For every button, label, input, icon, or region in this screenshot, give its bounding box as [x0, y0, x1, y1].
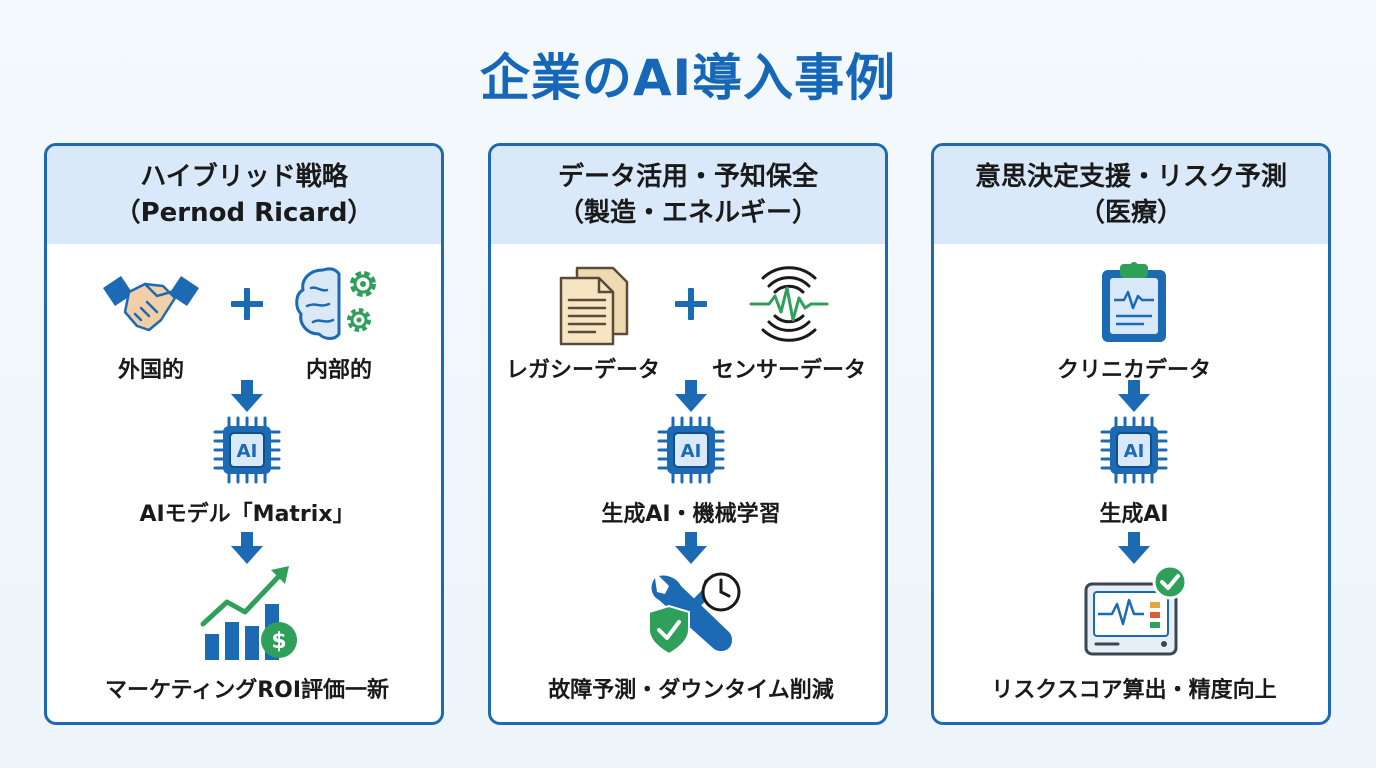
page-title: 企業のAI導入事例 — [479, 49, 897, 107]
ai-chip-icon: AI — [1100, 416, 1168, 484]
growth-chart-dollar-icon: $ — [200, 566, 297, 660]
arrow-down-icon — [231, 380, 263, 412]
ai-chip-text: AI — [1124, 441, 1145, 462]
panel-heading-line1: ハイブリッド戦略 — [140, 162, 348, 192]
documents-icon — [559, 266, 629, 346]
ai-chip-icon: AI — [213, 416, 281, 484]
panel-heading-line2: （製造・エネルギー） — [557, 198, 818, 228]
panel-heading-line1: 意思決定支援・リスク予測 — [974, 162, 1287, 192]
panel-heading-line1: データ活用・予知保全 — [557, 162, 818, 192]
plus-icon — [675, 288, 707, 320]
handshake-icon — [103, 276, 199, 332]
clipboard-ecg-icon — [1102, 262, 1166, 342]
input-label-left: 外国的 — [117, 358, 185, 383]
panel-heading-line2: （医療） — [1078, 198, 1183, 228]
panel-data-utilization: データ活用・予知保全 （製造・エネルギー） レガシーデータ センサーデータ AI… — [488, 143, 888, 725]
panel-header: ハイブリッド戦略 （Pernod Ricard） — [47, 146, 441, 244]
panel-header: データ活用・予知保全 （製造・エネルギー） — [491, 146, 885, 244]
input-label-right: センサーデータ — [711, 358, 867, 383]
panel-heading-line2: （Pernod Ricard） — [114, 198, 374, 228]
arrow-down-icon — [675, 532, 707, 564]
outcome-label: 故障予測・ダウンタイム削減 — [548, 678, 834, 703]
panel-header: 意思決定支援・リスク予測 （医療） — [934, 146, 1328, 244]
model-label: 生成AI・機械学習 — [601, 502, 781, 527]
ai-chip-text: AI — [237, 441, 258, 462]
ai-chip-icon: AI — [657, 416, 725, 484]
brain-gears-icon — [295, 267, 376, 340]
wrench-shield-clock-icon — [648, 572, 741, 656]
plus-icon — [231, 288, 263, 320]
arrow-down-icon — [1118, 532, 1150, 564]
monitor-check-icon — [1084, 564, 1188, 656]
arrow-down-icon — [1118, 380, 1150, 412]
svg-text:$: $ — [271, 629, 286, 654]
arrow-down-icon — [675, 380, 707, 412]
outcome-label: マーケティングROI評価一新 — [104, 678, 390, 703]
input-label-left: レガシーデータ — [505, 358, 661, 383]
ai-chip-text: AI — [681, 441, 702, 462]
outcome-label: リスクスコア算出・精度向上 — [991, 678, 1277, 703]
panel-decision-support: 意思決定支援・リスク予測 （医療） クリニカデータ AI 生成AI リスクスコア… — [931, 143, 1331, 725]
input-label-right: 内部的 — [305, 358, 373, 383]
model-label: AIモデル「Matrix」 — [139, 502, 355, 527]
sensor-wave-icon — [749, 266, 829, 342]
model-label: 生成AI — [1099, 502, 1169, 527]
panel-hybrid-strategy: ハイブリッド戦略 （Pernod Ricard） 外国的 内部的 AI AIモデ… — [44, 143, 444, 725]
input-label: クリニカデータ — [1056, 358, 1212, 383]
arrow-down-icon — [231, 532, 263, 564]
